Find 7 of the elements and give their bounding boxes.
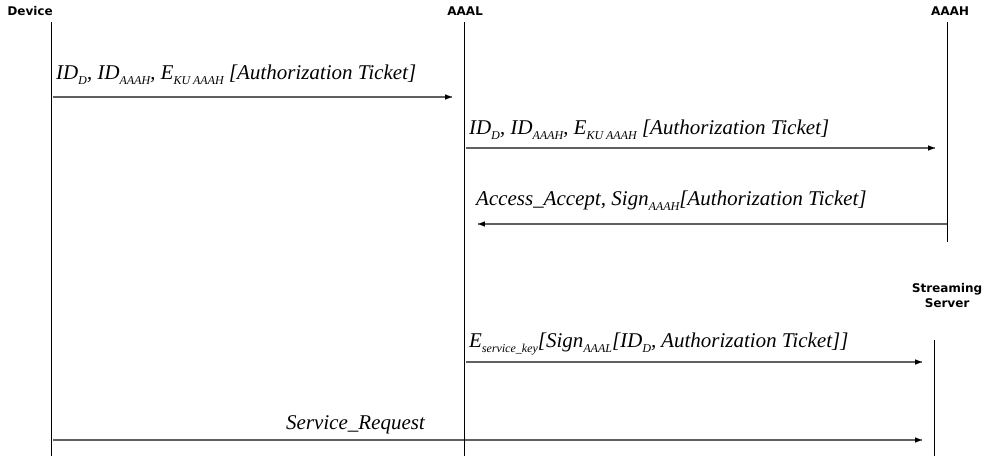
participant-lifeline: AAAH [920, 4, 980, 242]
message-arrow [466, 145, 935, 151]
message-arrow [53, 94, 452, 100]
participant-lifeline: Streaming Server [905, 281, 989, 456]
message-arrow [478, 221, 947, 227]
message-arrow [466, 359, 922, 365]
message-arrow [53, 437, 922, 443]
